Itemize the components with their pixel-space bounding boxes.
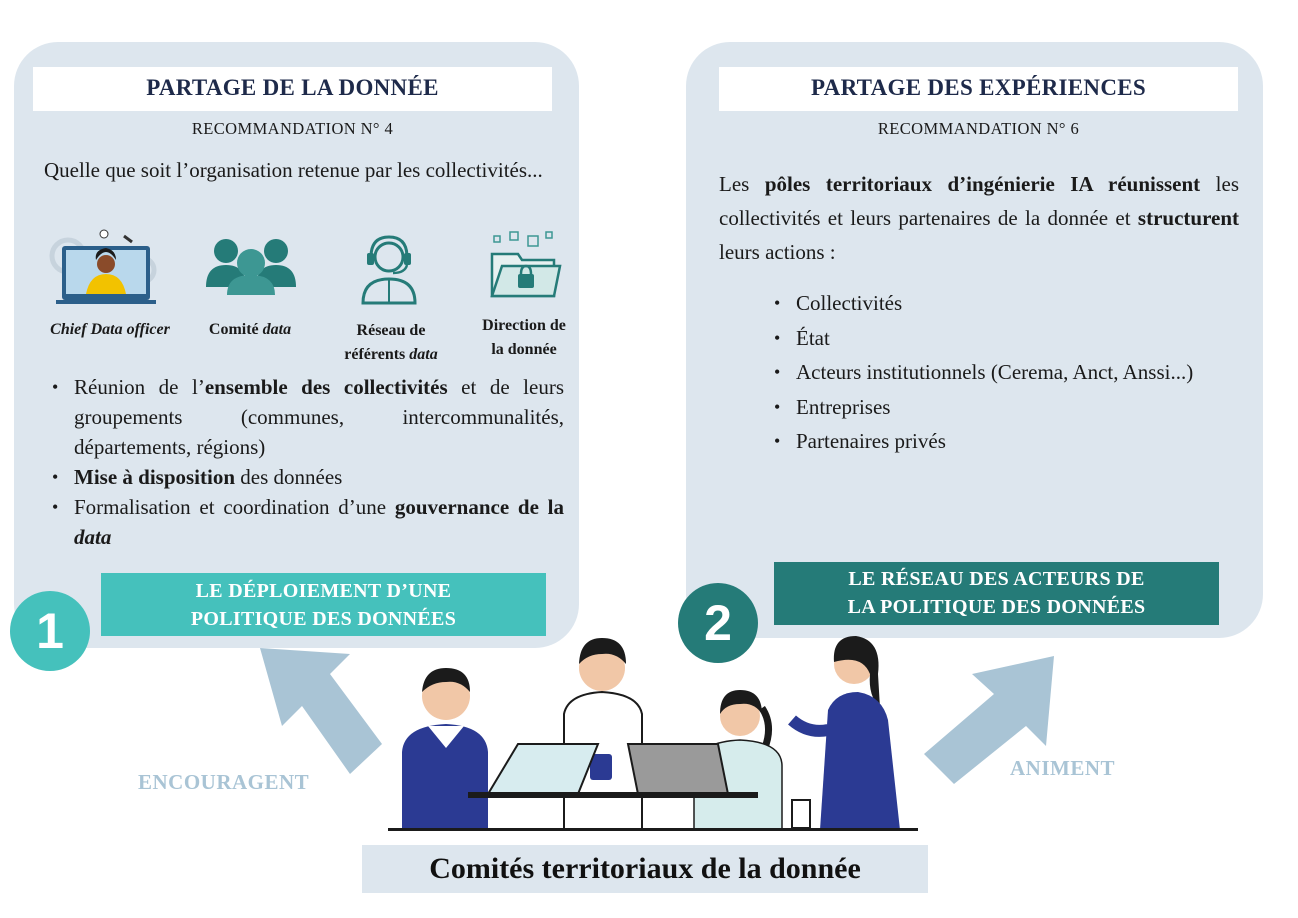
- list-item: Mise à disposition des données: [46, 462, 564, 492]
- left-intro-text: Quelle que soit l’organisation retenue p…: [44, 158, 543, 182]
- network-headset-icon: [361, 235, 417, 305]
- committee-icon: [206, 239, 296, 295]
- list-item: Entreprises: [768, 390, 1240, 425]
- list-item: Collectivités: [768, 286, 1240, 321]
- data-folder-icon: [490, 231, 562, 298]
- list-item: Partenaires privés: [768, 424, 1240, 459]
- bottom-label: Comités territoriaux de la donnée: [429, 852, 861, 885]
- left-panel-title: PARTAGE DE LA DONNÉE: [33, 67, 552, 111]
- right-banner-line1: LE RÉSEAU DES ACTEURS DE: [848, 568, 1145, 590]
- right-panel-title: PARTAGE DES EXPÉRIENCES: [719, 67, 1238, 111]
- list-item: Acteurs institutionnels (Cerema, Anct, A…: [768, 355, 1240, 390]
- arrow-up-right-icon: [924, 656, 1054, 784]
- left-recommendation-label: RECOMMANDATION N° 4: [191, 119, 394, 138]
- icon-label-chief-data-officer: Chief Data officer: [50, 321, 170, 338]
- arrow-up-left-icon: [260, 648, 382, 774]
- right-bullet-list: Collectivités État Acteurs institutionne…: [768, 286, 1240, 459]
- chief-data-officer-icon: [49, 229, 157, 304]
- right-intro-text: Les pôles territoriaux d’ingénierie IA r…: [719, 172, 1240, 264]
- list-item: Réunion de l’ensemble des collectivités …: [46, 372, 564, 462]
- encouragent-label: ENCOURAGENT: [138, 770, 310, 794]
- team-illustration: [388, 636, 918, 831]
- right-banner: LE RÉSEAU DES ACTEURS DE LA POLITIQUE DE…: [774, 562, 1219, 625]
- left-banner-line2: POLITIQUE DES DONNÉES: [190, 608, 457, 630]
- bottom-label-box: Comités territoriaux de la donnée: [362, 845, 928, 893]
- number-badge-2: 2: [678, 583, 758, 663]
- list-item: Formalisation et coordination d’une gouv…: [46, 492, 564, 552]
- right-banner-line2: LA POLITIQUE DES DONNÉES: [847, 596, 1146, 618]
- number-badge-1: 1: [10, 591, 90, 671]
- animent-label: ANIMENT: [1010, 756, 1116, 780]
- left-bullet-list: Réunion de l’ensemble des collectivités …: [46, 372, 564, 552]
- left-banner-line1: LE DÉPLOIEMENT D’UNE: [195, 580, 452, 602]
- left-banner: LE DÉPLOIEMENT D’UNE POLITIQUE DES DONNÉ…: [101, 573, 546, 636]
- icon-label-comite-data: Comité data: [208, 321, 292, 338]
- right-recommendation-label: RECOMMANDATION N° 6: [877, 119, 1080, 138]
- list-item: État: [768, 321, 1240, 356]
